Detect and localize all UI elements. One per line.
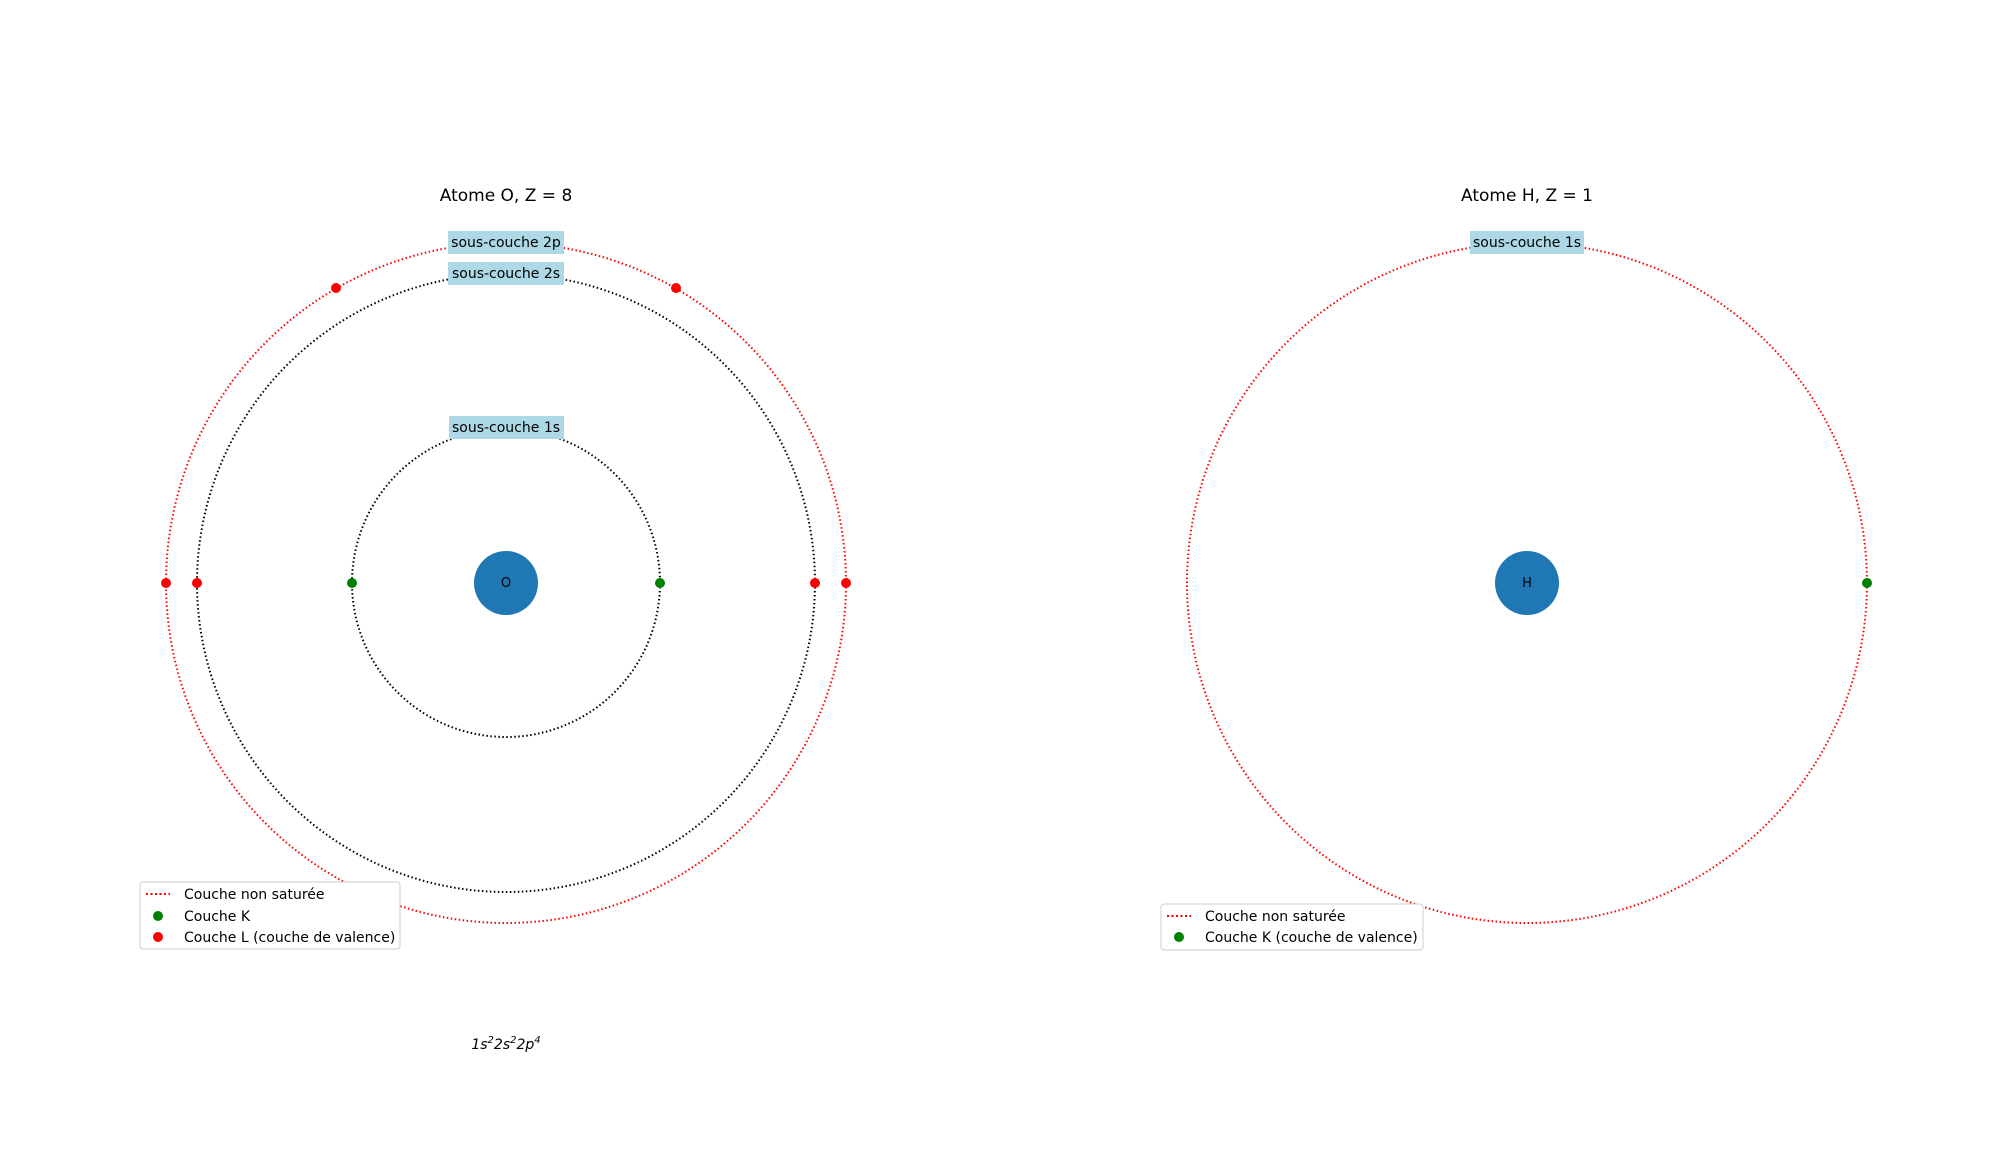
legend: Couche non saturée Couche K Couche L (co… — [139, 881, 401, 950]
legend-label: Couche K (couche de valence) — [1205, 930, 1418, 946]
electron-l — [331, 283, 341, 293]
electron-l — [841, 578, 851, 588]
legend-label: Couche K — [184, 909, 251, 925]
electron-l — [161, 578, 171, 588]
electron-k — [655, 578, 665, 588]
shell-label-1s: sous-couche 1s — [452, 420, 560, 436]
electron-l — [671, 283, 681, 293]
nucleus — [474, 551, 538, 615]
electron-l — [810, 578, 820, 588]
legend-label: Couche non saturée — [1205, 909, 1346, 925]
shell-label-bg — [1470, 231, 1584, 254]
atom-title: Atome H, Z = 1 — [1461, 186, 1593, 206]
shell-label-2s: sous-couche 2s — [452, 266, 560, 282]
atom-panel-oxygen: Atome O, Z = 8 O sous-couche 2p sous-cou… — [139, 186, 851, 1053]
electron-k — [347, 578, 357, 588]
shell-label-bg — [449, 416, 564, 439]
legend-box — [139, 881, 401, 950]
nucleus-symbol: O — [501, 576, 511, 591]
shell-label-2p: sous-couche 2p — [451, 235, 561, 251]
electron-l — [192, 578, 202, 588]
shell-label-bg — [448, 231, 564, 254]
legend-box — [1160, 903, 1424, 951]
legend: Couche non saturée Couche K (couche de v… — [1160, 903, 1424, 951]
nucleus — [1495, 551, 1559, 615]
legend-dot-k — [153, 911, 163, 921]
legend-dot-k — [1174, 932, 1184, 942]
legend-dot-l — [153, 932, 163, 942]
shell-label-bg — [448, 262, 564, 285]
nucleus-symbol: H — [1522, 576, 1532, 591]
legend-label: Couche L (couche de valence) — [184, 930, 395, 946]
legend-label: Couche non saturée — [184, 887, 325, 903]
atom-title: Atome O, Z = 8 — [440, 186, 573, 206]
electron-configuration: 1s22s22p4 — [471, 1035, 540, 1053]
atom-panel-hydrogen: Atome H, Z = 1 H sous-couche 1s Couche n… — [1160, 186, 1872, 951]
shell-label-1s: sous-couche 1s — [1473, 235, 1581, 251]
electron-k — [1862, 578, 1872, 588]
